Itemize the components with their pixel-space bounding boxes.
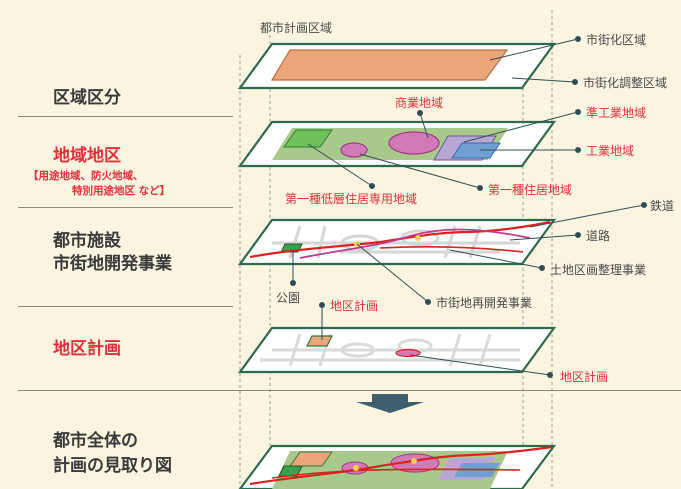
- label-urban-facilities-1: 都市施設: [53, 231, 121, 251]
- label-overview-1: 都市全体の: [53, 431, 138, 451]
- plate-zone-division: [237, 42, 557, 90]
- annotation-semi-industrial-area: 準工業地域: [586, 106, 647, 120]
- cat1-low-residential-shape: [283, 129, 333, 148]
- divider-4: [18, 390, 681, 391]
- annotation-urbanization-control-area: 市街化調整区域: [583, 76, 668, 90]
- label-overview-2: 計画の見取り図: [53, 456, 172, 476]
- label-zone-division: 区域区分: [53, 88, 121, 108]
- plate-district-plan: [237, 326, 557, 374]
- cat1-residential-shape: [340, 142, 368, 158]
- dashed-guides: [239, 10, 553, 489]
- down-arrow: [356, 394, 424, 413]
- annotation-road: 道路: [586, 229, 611, 243]
- annotation-district-plan-upper: 地区計画: [330, 299, 379, 313]
- annotation-park: 公園: [276, 291, 301, 305]
- annotation-urbanization-area: 市街化区域: [586, 33, 647, 47]
- annotation-commercial-area: 商業地域: [395, 96, 444, 110]
- industrial-shape: [451, 142, 501, 159]
- label-district-zones: 地域地区: [53, 146, 121, 166]
- annotation-land-readjustment: 土地区画整理事業: [550, 263, 647, 277]
- district-plan-area-upper: [306, 335, 333, 347]
- district-plan-area-lower: [395, 348, 421, 358]
- plate-composite: [238, 444, 557, 489]
- annotation-district-plan-lower: 地区計画: [560, 370, 609, 384]
- label-urban-facilities-2: 市街地開発事業: [53, 254, 172, 274]
- annotation-cat1-low-residential: 第一種低層住居専用地域: [285, 192, 418, 206]
- label-district-plan: 地区計画: [53, 339, 121, 359]
- divider-3: [18, 306, 233, 307]
- urbanization-area-shape: [270, 49, 509, 81]
- annotation-industrial-area: 工業地域: [586, 144, 635, 158]
- annotation-planning-area: 都市計画区域: [260, 21, 333, 35]
- plate-district-zones: [237, 120, 557, 168]
- commercial-shape: [388, 131, 440, 155]
- label-district-zones-note-2: 特別用途地区 など】: [72, 185, 171, 197]
- plate-urban-facilities: [237, 218, 557, 266]
- label-district-zones-note-1: 【用途地域、防火地域、: [28, 170, 144, 182]
- annotation-railway: 鉄道: [650, 199, 675, 213]
- annotation-cat1-residential: 第一種住居地域: [488, 183, 573, 197]
- annotation-urban-redevelopment: 市街地再開発事業: [436, 296, 533, 310]
- divider-1: [18, 116, 233, 117]
- leader-lines: [290, 36, 647, 378]
- divider-2: [18, 207, 233, 208]
